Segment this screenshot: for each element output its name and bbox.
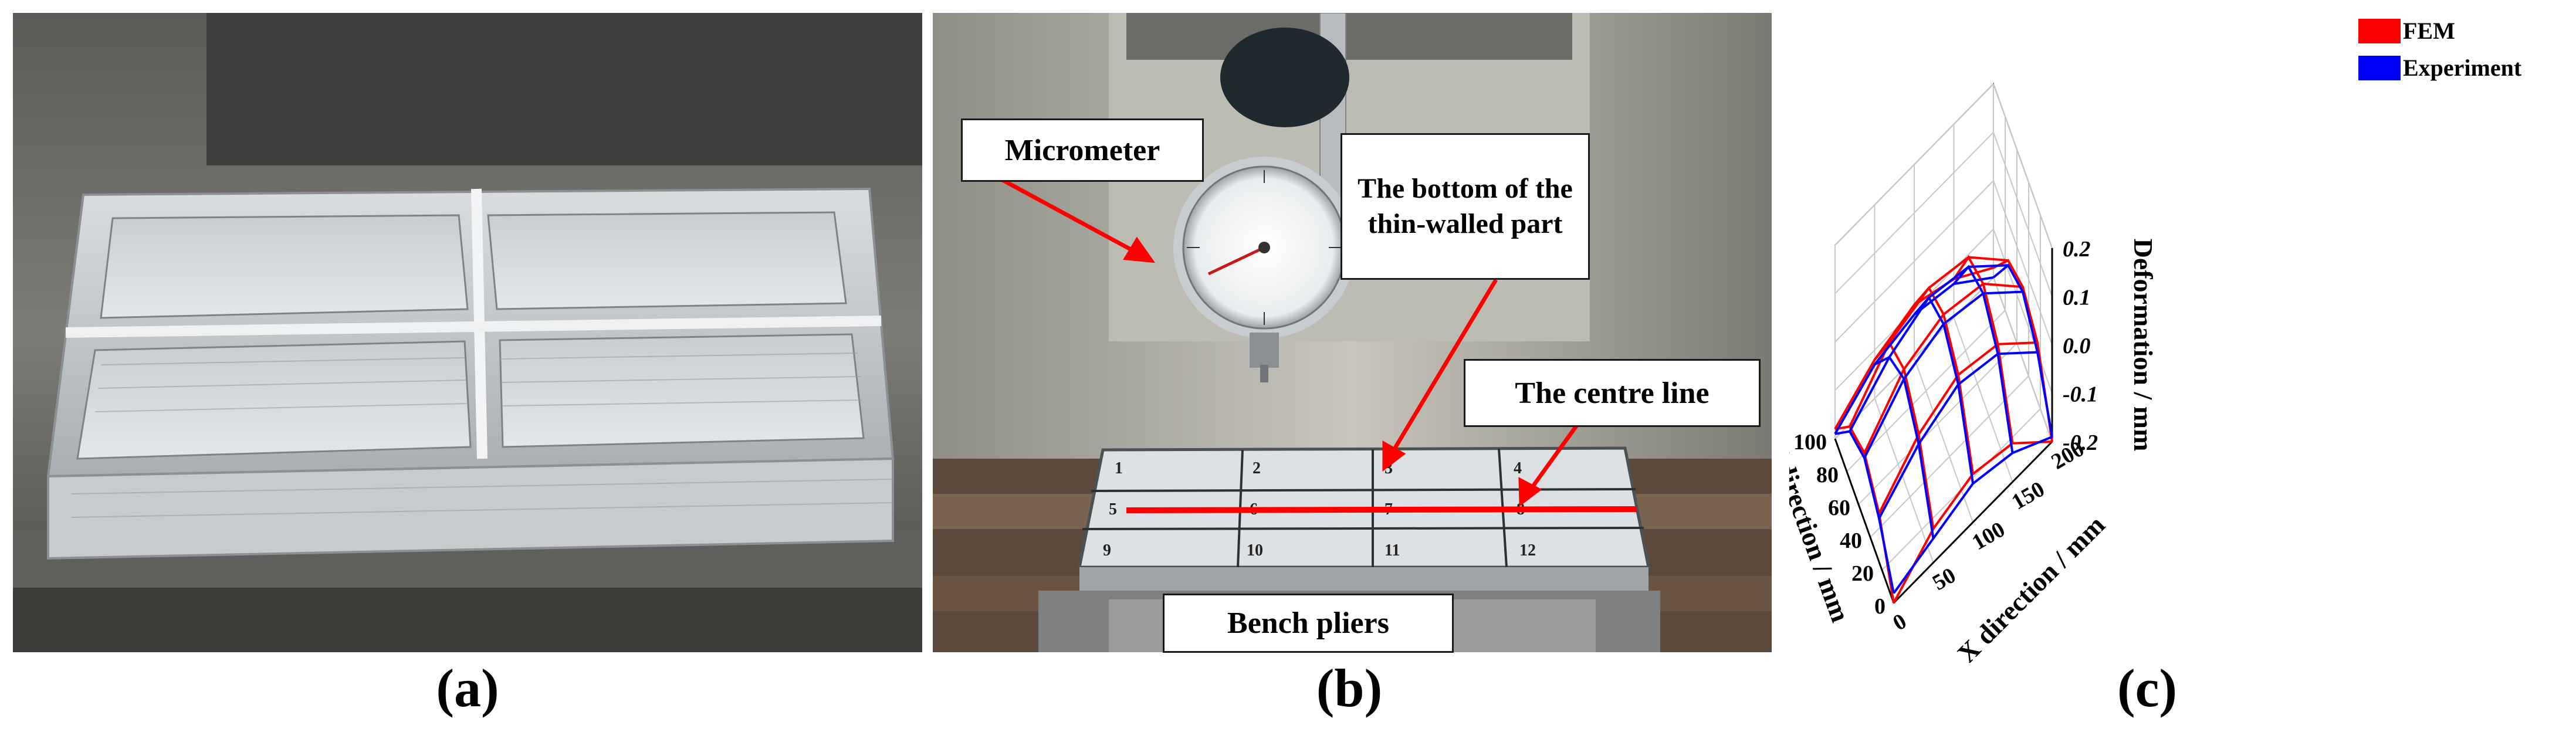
- y-tick-label: 100: [1793, 430, 1827, 455]
- grid-line: [1993, 180, 2053, 345]
- wire-experiment-col: [1874, 355, 1935, 539]
- grid-line: [1993, 229, 2053, 394]
- z-tick-label: 0.0: [2063, 334, 2091, 358]
- wire-experiment-col: [1913, 295, 1974, 484]
- y-axis-line: [1834, 438, 1895, 604]
- x-tick-label: 150: [2008, 477, 2049, 515]
- z-tick-label: 0.2: [2063, 237, 2091, 262]
- grid-line: [1993, 83, 2053, 249]
- plate-number: 4: [1514, 459, 1522, 477]
- annotation-arrows: [987, 170, 1579, 507]
- x-tick-label: 50: [1928, 563, 1960, 595]
- measurement-setup-illustration: 1 2 3 4 5 6 7 8 9 10 11 12: [933, 12, 1772, 652]
- y-tick-label: 60: [1828, 496, 1850, 520]
- wire-experiment-col: [1834, 430, 1895, 594]
- plate-number: 5: [1109, 500, 1117, 518]
- legend-label-fem: FEM: [2403, 18, 2455, 44]
- caption-c: (c): [2117, 658, 2178, 718]
- grid-line: [1858, 343, 2018, 505]
- grid-line: [1993, 132, 2053, 297]
- label-micrometer: Micrometer: [961, 118, 1204, 182]
- z-tick-label: -0.1: [2063, 382, 2098, 407]
- legend-swatch-experiment: [2358, 56, 2401, 80]
- plate-number: 12: [1519, 541, 1536, 560]
- grid-line: [1993, 277, 2053, 442]
- chart-legend: FEM Experiment: [2358, 18, 2522, 81]
- grid-line: [1870, 375, 2029, 538]
- legend-swatch-fem: [2358, 19, 2401, 43]
- label-bench-pliers: Bench pliers: [1163, 594, 1454, 653]
- wire-fem-col: [1913, 286, 1974, 475]
- grid-line: [1874, 398, 1934, 563]
- chart-svg: 0.20.10.0-0.1-0.205010015020002040608010…: [1761, 18, 2522, 669]
- grid-line: [1846, 310, 2006, 472]
- plate-number: 10: [1247, 541, 1263, 560]
- photo-machined-part: [13, 13, 922, 652]
- photo-measurement-setup: 1 2 3 4 5 6 7 8 9 10 11 12 Micrometer Th: [933, 12, 1772, 653]
- x-tick-label: 0: [1889, 609, 1911, 636]
- grid-line: [1914, 358, 1974, 523]
- y-tick-label: 20: [1851, 561, 1874, 586]
- plate-number: 1: [1115, 459, 1123, 477]
- grid-line: [1834, 131, 1994, 294]
- machined-part-illustration: [13, 13, 922, 652]
- chart-grid: [1834, 83, 2053, 604]
- wire-fem-col: [1873, 340, 1935, 529]
- grid-line: [1834, 180, 1994, 343]
- plate-number: 2: [1253, 459, 1261, 477]
- z-tick-label: -0.2: [2063, 431, 2098, 455]
- label-centre-line: The centre line: [1464, 359, 1761, 427]
- centre-line-marker: [1126, 506, 1637, 513]
- grid-line: [1953, 317, 2013, 483]
- series-experiment-wireframe: [1834, 263, 2053, 594]
- wire-experiment-col: [1952, 265, 2014, 453]
- z-axis-label: Deformation / mm: [2128, 239, 2158, 452]
- x-axis-line: [1893, 440, 2053, 604]
- caption-a: (a): [436, 658, 499, 718]
- plate-number: 11: [1385, 541, 1400, 560]
- z-tick-label: 0.1: [2063, 286, 2091, 310]
- y-tick-label: 0: [1874, 594, 1886, 619]
- caption-b: (b): [1316, 658, 1383, 718]
- plate-number: 9: [1103, 541, 1111, 560]
- y-tick-label: 80: [1816, 463, 1839, 487]
- wire-experiment-col: [1992, 263, 2053, 438]
- y-tick-label: 40: [1840, 528, 1862, 553]
- grid-line: [1834, 83, 1994, 246]
- x-tick-label: 100: [1968, 517, 2009, 555]
- wire-fem-col: [1952, 255, 2014, 444]
- label-bottom-of-part: The bottom of the thin-walled part: [1341, 133, 1590, 280]
- legend-label-experiment: Experiment: [2403, 55, 2522, 81]
